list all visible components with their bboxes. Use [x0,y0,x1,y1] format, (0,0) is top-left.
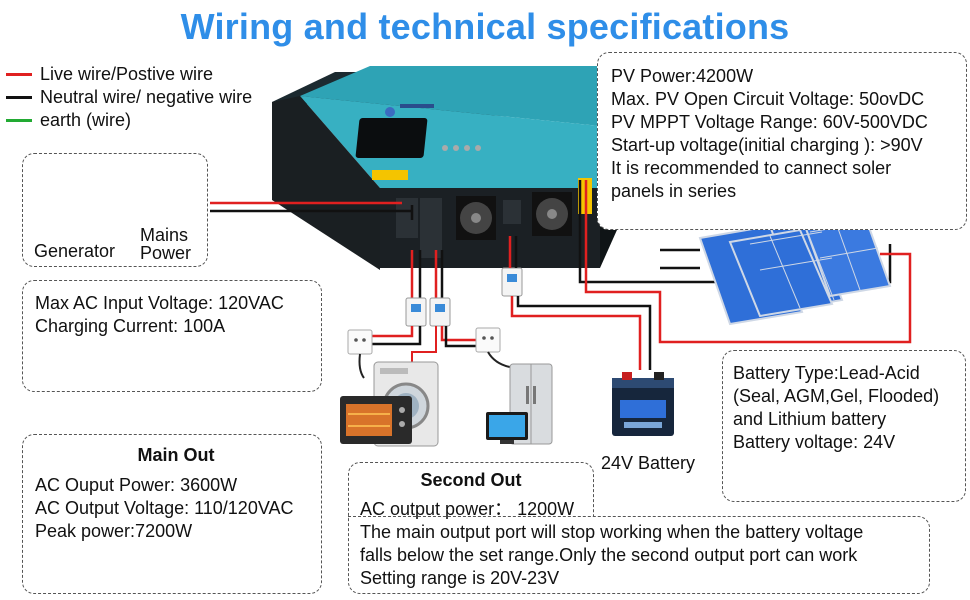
legend-neutral: Neutral wire/ negative wire [6,87,252,108]
battery-label: 24V Battery [601,453,696,473]
legend-live: Live wire/Postive wire [6,64,213,85]
inverter-icon [272,66,625,270]
legend-earth: earth (wire) [6,110,131,131]
mains-power-label: Mains Power [140,226,191,262]
generator-label: Generator [34,241,116,261]
pv-spec-line: PV MPPT Voltage Range: 60V-500VDC [611,112,928,132]
ac-input-line: Max AC Input Voltage: 120VAC [35,293,284,313]
legend-live-label: Live wire/Postive wire [40,64,214,84]
second-out-box [348,516,930,594]
battery-spec-line: Battery voltage: 24V [733,432,896,452]
main-out-line: AC Output Voltage: 110/120VAC [35,498,294,518]
pv-spec-line: panels in series [611,181,737,201]
legend-live-swatch [6,73,32,76]
battery-spec-line: (Seal, AGM,Gel, Flooded) [733,386,940,406]
main-out-line: Peak power:7200W [35,521,193,541]
second-out-heading: Second Out [420,470,522,490]
solar-panel-icon [698,200,892,326]
second-out-tab [348,462,594,520]
legend-earth-label: earth (wire) [40,110,132,130]
legend-neutral-label: Neutral wire/ negative wire [40,87,253,107]
second-out-line: falls below the set range.Only the secon… [360,545,858,565]
pv-spec-box: PV Power:4200W Max. PV Open Circuit Volt… [597,52,967,230]
second-out-line: The main output port will stop working w… [360,522,864,542]
battery-spec-line: and Lithium battery [733,409,887,429]
tv-icon [486,412,528,444]
ac-input-box: Max AC Input Voltage: 120VAC Charging Cu… [22,280,322,392]
pv-spec-line: Start-up voltage(initial charging ): >90… [611,135,923,155]
pv-spec-line: It is recommended to cannect soler [611,158,892,178]
oven-icon [340,396,412,444]
breaker-icons [405,267,523,327]
pv-spec-line: PV Power:4200W [611,66,754,86]
pv-spec-line: Max. PV Open Circuit Voltage: 50ovDC [611,89,925,109]
second-out-line: AC output power： 1200W [360,499,575,519]
battery-spec-box: Battery Type:Lead-Acid (Seal, AGM,Gel, F… [722,350,966,502]
main-out-box: Main Out AC Ouput Power: 3600W AC Output… [22,434,322,594]
main-out-heading: Main Out [137,445,215,465]
battery-icon [612,372,674,436]
second-out-heading-wrap: Second Out [348,470,594,491]
mains-label-line2: Power [140,243,192,263]
socket-icons [347,327,501,355]
second-out-line: Setting range is 20V-23V [360,568,560,588]
main-out-line: AC Ouput Power: 3600W [35,475,238,495]
mains-label-line1: Mains [140,225,189,245]
battery-spec-line: Battery Type:Lead-Acid [733,363,920,383]
ac-source-box [22,153,208,267]
second-out-content: AC output power： 1200W The main output p… [360,498,863,590]
ac-input-line: Charging Current: 100A [35,316,226,336]
page-title: Wiring and technical specifications [180,6,790,47]
legend-neutral-swatch [6,96,32,99]
legend-earth-swatch [6,119,32,122]
